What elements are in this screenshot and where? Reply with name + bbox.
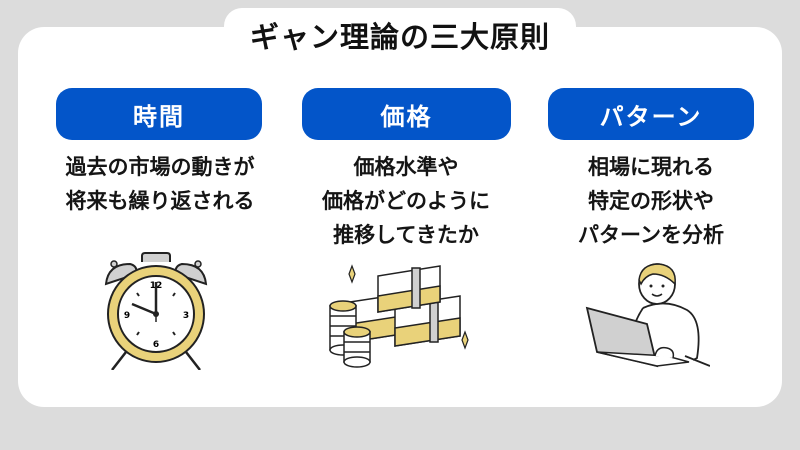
desc-line: 推移してきたか (333, 223, 479, 247)
pill-time: 時間 (56, 88, 262, 140)
desc-line: 価格水準や (353, 155, 459, 179)
money-stack-icon (320, 262, 480, 370)
desc-line: 過去の市場の動きが (65, 155, 255, 179)
desc-pattern: 相場に現れる 特定の形状や パターンを分析 (531, 150, 771, 252)
person-laptop-icon (585, 258, 711, 374)
svg-text:6: 6 (153, 340, 159, 350)
title-tab: ギャン理論の三大原則 (224, 8, 576, 56)
desc-time: 過去の市場の動きが 将来も繰り返される (40, 150, 280, 218)
pill-price: 価格 (302, 88, 511, 140)
pill-label: パターン (599, 102, 703, 131)
desc-price: 価格水準や 価格がどのように 推移してきたか (286, 150, 526, 252)
page-title: ギャン理論の三大原則 (249, 20, 550, 54)
pill-label: 時間 (133, 102, 185, 131)
pill-pattern: パターン (548, 88, 754, 140)
svg-text:3: 3 (183, 311, 189, 321)
pill-label: 価格 (380, 102, 433, 131)
desc-line: 特定の形状や (588, 189, 714, 213)
alarm-clock-icon: 12 3 6 9 (96, 248, 216, 371)
desc-line: 相場に現れる (588, 155, 714, 179)
desc-line: パターンを分析 (578, 223, 724, 247)
desc-line: 価格がどのように (322, 189, 490, 213)
desc-line: 将来も繰り返される (65, 189, 255, 213)
svg-text:9: 9 (124, 311, 130, 321)
